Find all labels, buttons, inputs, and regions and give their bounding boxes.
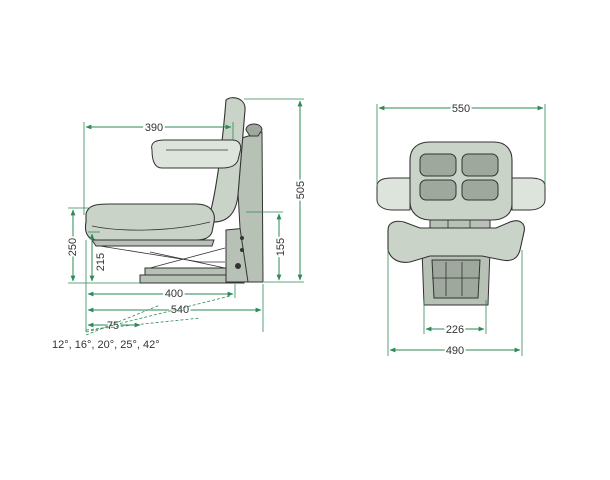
base-height-label: 155 <box>275 238 287 256</box>
total-height-label: 505 <box>295 181 307 199</box>
backrest-angles-label: 12°, 16°, 20°, 25°, 42° <box>52 339 160 351</box>
side-view: 390 505 155 250 215 <box>52 97 309 351</box>
backrest-width-label: 550 <box>452 103 470 115</box>
adjust-label: 75 <box>107 320 119 332</box>
dim-seat-width: 490 <box>387 250 523 359</box>
seat-height-label: 250 <box>67 238 79 256</box>
dim-total-height: 505 <box>244 98 309 283</box>
dim-adjust: 75 <box>85 295 231 336</box>
dim-seat-depth: 400 <box>85 240 236 332</box>
base-width-label: 226 <box>446 324 464 336</box>
front-seat-illustration <box>376 141 546 306</box>
dim-seat-height-low: 215 <box>88 231 109 282</box>
seat-width-label: 490 <box>446 345 464 357</box>
dim-seat-height: 250 <box>65 207 140 284</box>
seat-height-low-label: 215 <box>95 253 107 271</box>
side-seat-illustration <box>84 97 264 284</box>
dim-backrest-width: 550 <box>376 101 546 186</box>
armrest-length-label: 390 <box>145 122 163 134</box>
seat-depth-label: 400 <box>165 288 183 300</box>
dim-total-depth: 540 <box>87 284 264 332</box>
front-view: 550 226 490 <box>376 101 546 359</box>
dim-base-width: 226 <box>423 300 487 338</box>
dim-armrest-length: 390 <box>83 120 234 215</box>
dim-base-height: 155 <box>246 211 289 281</box>
